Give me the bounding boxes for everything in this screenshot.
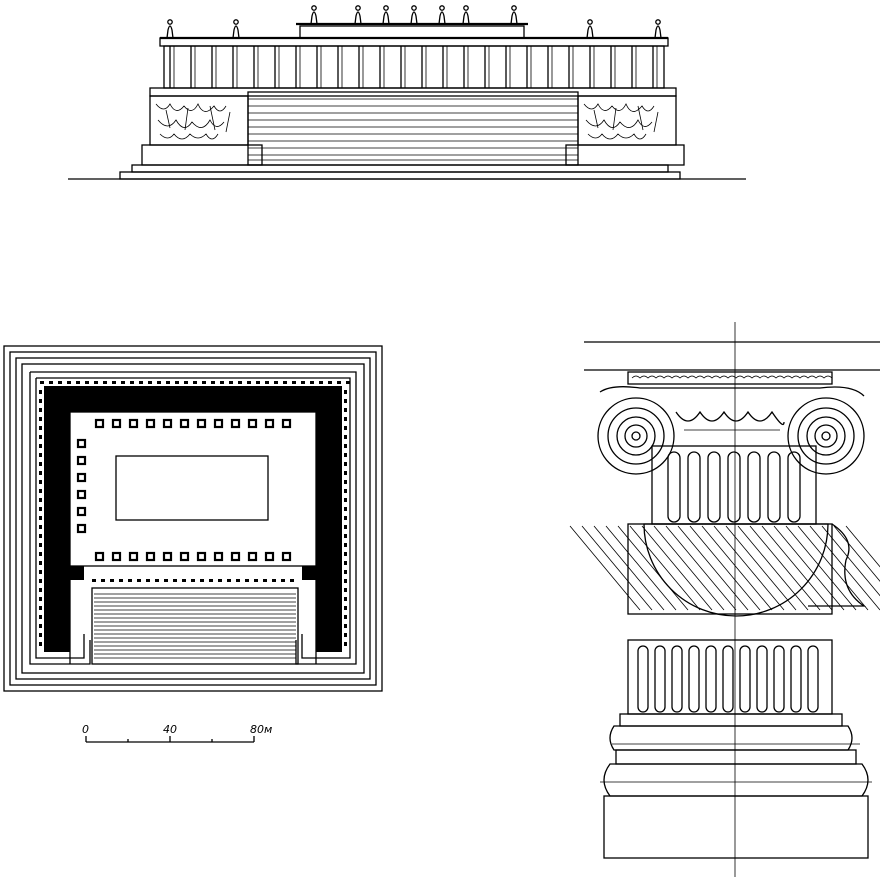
- ionic-capital-detail: [569, 322, 880, 877]
- plan-outer-step: [3, 345, 383, 692]
- plan-altar: [115, 455, 269, 521]
- upper-shaft: [651, 445, 817, 525]
- left-volute: [597, 397, 675, 475]
- echinus: [675, 410, 785, 426]
- central-staircase: [247, 91, 579, 166]
- side-profile: [808, 523, 867, 607]
- column-base: [600, 713, 872, 859]
- elevation-drawing: [68, 5, 746, 180]
- right-volute: [787, 397, 865, 475]
- plan-staircase: [91, 587, 299, 665]
- colonnade: [149, 22, 677, 97]
- plinth: [603, 795, 869, 859]
- elevation-steps: [119, 144, 685, 180]
- plan-outer-colonnade: [39, 381, 350, 646]
- scale-bar: 0 40 80м: [82, 723, 272, 743]
- left-wing-frieze: [149, 95, 249, 146]
- scale-tick-80: 80м: [250, 723, 272, 736]
- scale-tick-40: 40: [163, 723, 177, 736]
- plan-inner-colonnade: [76, 418, 292, 562]
- abacus: [627, 371, 833, 385]
- scale-tick-0: 0: [82, 723, 89, 736]
- plan-u-wall-outer: [29, 371, 357, 665]
- plan-drawing: [3, 345, 383, 692]
- capital-section: [627, 523, 833, 615]
- roof-statues: [166, 5, 662, 39]
- colonnade-columns: [169, 46, 658, 88]
- right-wing-frieze: [577, 95, 677, 146]
